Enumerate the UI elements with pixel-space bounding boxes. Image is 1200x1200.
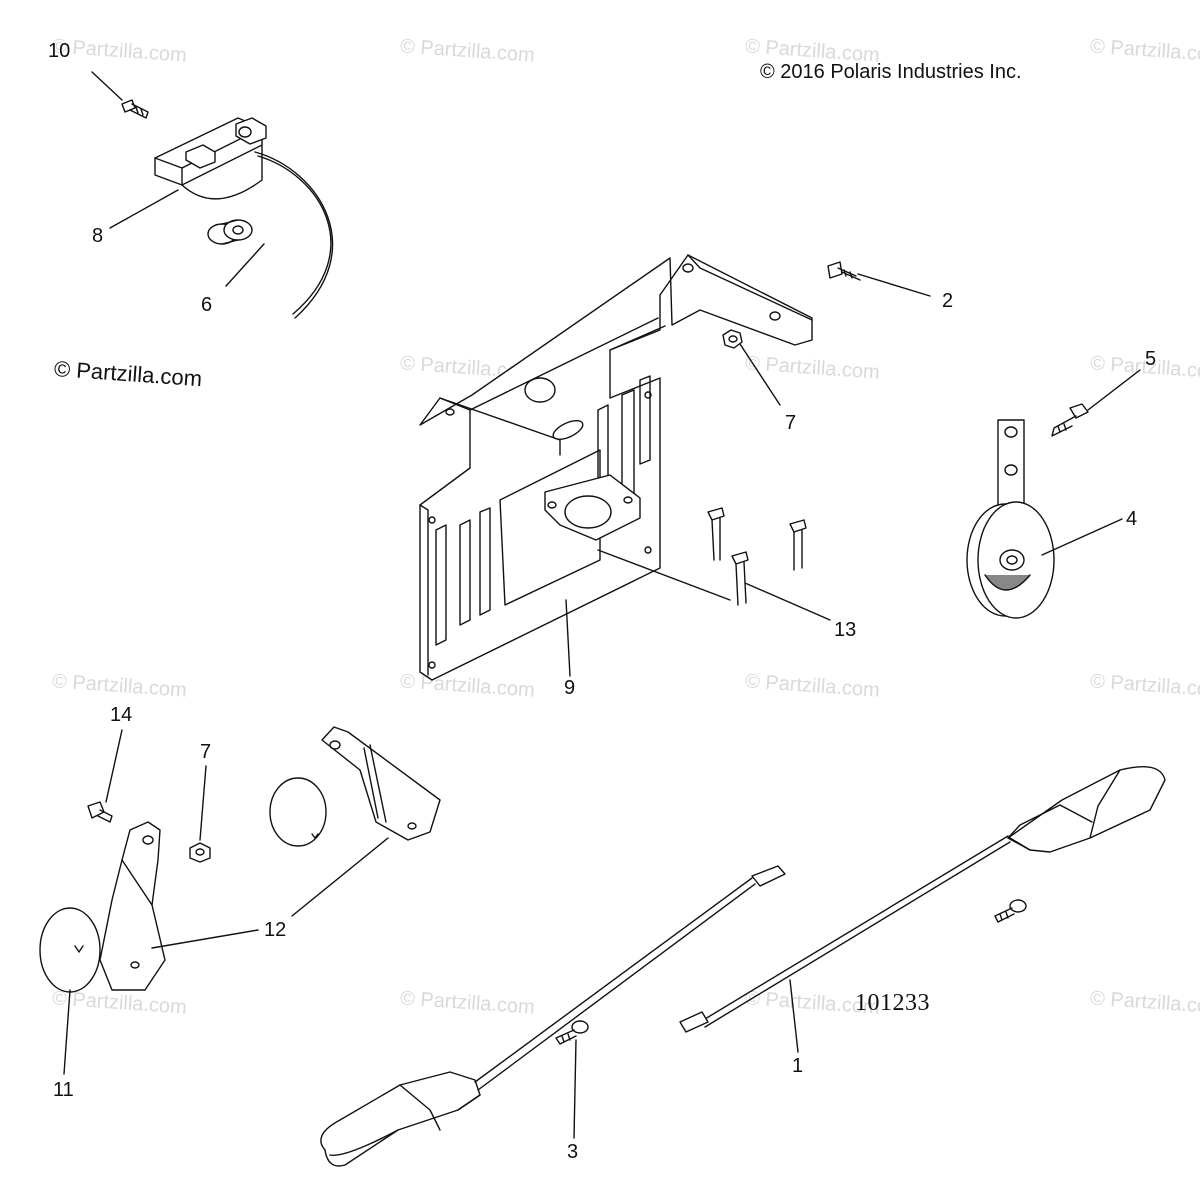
callout-8: 8 [92,225,104,247]
callout-7: 7 [785,412,797,434]
callout-3: 3 [567,1141,579,1163]
horn-4 [966,419,1055,619]
callout-9: 9 [564,677,576,699]
reflector-12-lower [39,821,166,993]
screw-3-rear [994,899,1027,923]
copyright-notice: © 2016 Polaris Industries Inc. [760,61,1022,83]
callout-6: 6 [201,294,213,316]
callout-7-lower: 7 [200,741,212,763]
diagram-part-number: 101233 [855,990,930,1016]
leader-lines [63,71,1141,1139]
screws-13 [707,507,807,606]
turn-signal-front [320,865,786,1167]
nut-7-lower [189,842,211,863]
screw-14 [87,801,113,823]
callout-12: 12 [264,919,287,941]
reflector-12-upper [269,726,441,847]
callout-2: 2 [942,290,954,312]
screw-3 [555,1020,589,1045]
turn-signal-rear [679,766,1166,1033]
callout-13: 13 [834,619,857,641]
bracket-9 [419,254,813,681]
callout-4: 4 [1126,508,1138,530]
callout-14: 14 [110,704,133,726]
callout-1: 1 [792,1055,804,1077]
nut-7 [722,329,743,349]
callout-10: 10 [48,40,71,62]
spacer-6 [207,219,253,245]
light-housing-8 [154,117,334,319]
callout-5: 5 [1145,348,1157,370]
screw-5 [1051,403,1089,437]
screw-2 [827,261,861,281]
screw-10 [121,99,149,119]
callout-11: 11 [53,1079,74,1101]
